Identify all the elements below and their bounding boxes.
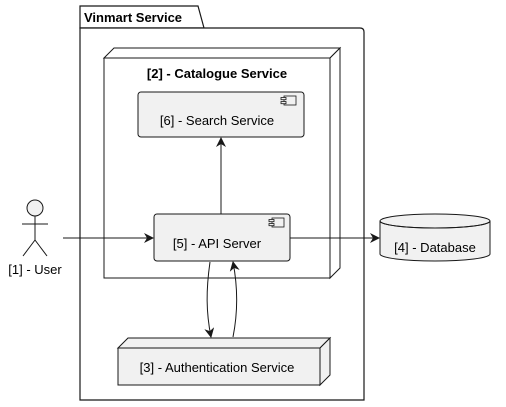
node-auth-label: [3] - Authentication Service bbox=[140, 360, 295, 375]
node-catalogue-top-face bbox=[102, 47, 342, 59]
node-authentication-service: [3] - Authentication Service bbox=[116, 336, 332, 387]
node-auth-top-face bbox=[116, 337, 332, 349]
connectors bbox=[63, 137, 380, 338]
actor-left-leg bbox=[22, 239, 36, 257]
component-api-server: [5] - API Server bbox=[153, 213, 291, 262]
component-search-service: [6] - Search Service bbox=[137, 91, 305, 138]
actor-user: [1] - User bbox=[8, 199, 62, 277]
search-service-label: [6] - Search Service bbox=[160, 113, 274, 128]
node-auth-front-face bbox=[117, 347, 321, 386]
database-inner-rim bbox=[379, 220, 491, 229]
api-server-label: [5] - API Server bbox=[173, 236, 262, 251]
actor-head bbox=[26, 199, 44, 217]
database-label: [4] - Database bbox=[394, 240, 476, 255]
component-icon bbox=[280, 95, 297, 106]
database-body bbox=[379, 221, 491, 262]
database: [4] - Database bbox=[379, 213, 491, 262]
node-catalogue-label: [2] - Catalogue Service bbox=[147, 66, 287, 81]
arrow-auth-to-api bbox=[229, 261, 240, 338]
actor-label: [1] - User bbox=[8, 262, 62, 277]
component-icon bbox=[268, 217, 285, 228]
arrow-api-to-auth bbox=[204, 261, 215, 338]
package-label: Vinmart Service bbox=[84, 10, 182, 25]
node-catalogue-side-face bbox=[329, 46, 341, 280]
actor-right-leg bbox=[34, 239, 48, 257]
